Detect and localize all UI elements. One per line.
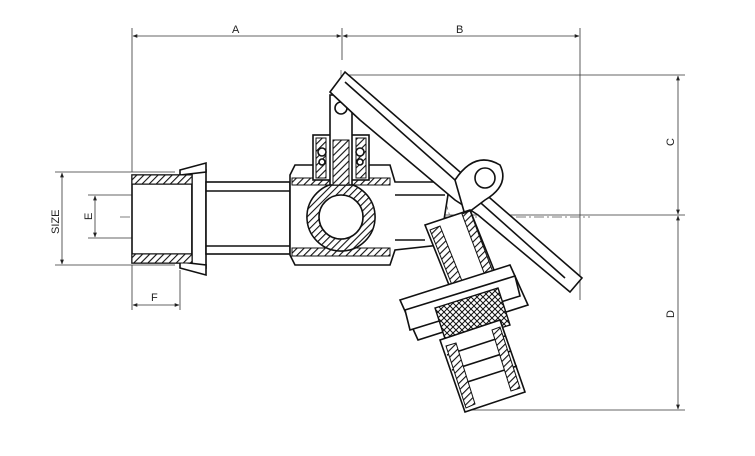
outlet-spout — [398, 209, 530, 414]
valve-stem — [312, 94, 370, 186]
dimension-f-label: F — [151, 292, 158, 304]
dimension-b-label: B — [456, 24, 463, 36]
dimension-d-label: D — [665, 310, 677, 318]
dimension-a-label: A — [232, 24, 240, 36]
handle-lever — [328, 70, 584, 294]
dimension-lines — [55, 28, 685, 411]
threaded-inlet — [131, 161, 291, 277]
dimension-size-label: SIZE — [50, 210, 62, 234]
dimension-c-label: C — [665, 138, 677, 146]
dimension-e-label: E — [83, 213, 95, 220]
